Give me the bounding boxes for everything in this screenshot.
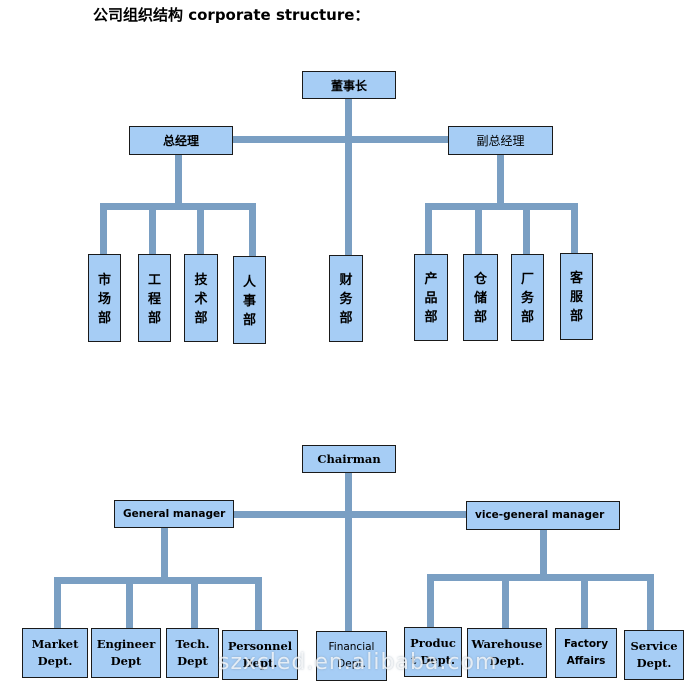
en-dept-label: Tech. Dept (175, 637, 210, 668)
en-dept-label: Personnel Dept. (227, 639, 293, 670)
en-vice-general-manager-label: vice-general manager (475, 509, 605, 521)
en-dept-box: Produc t Dept. (404, 627, 462, 677)
cn-dept-box: 厂 务 部 (511, 254, 544, 341)
cn-vice-general-manager-box: 副总经理 (448, 126, 553, 155)
cn-dept-box: 工 程 部 (138, 254, 171, 342)
en-chairman-label: Chairman (317, 451, 381, 466)
en-general-manager-box: General manager (114, 500, 234, 528)
watermark: szxcled.en.alibaba.com (218, 650, 498, 675)
cn-dept-label: 工 程 部 (147, 272, 161, 326)
en-dept-box: Warehouse Dept. (467, 628, 547, 678)
cn-chairman-label: 董事长 (330, 78, 367, 93)
cn-dept-box: 技 术 部 (184, 254, 218, 342)
en-chairman-box: Chairman (302, 445, 396, 473)
cn-vice-general-manager-label: 副总经理 (476, 134, 525, 148)
en-dept-box: Tech. Dept (166, 628, 219, 678)
cn-dept-box: 人 事 部 (233, 256, 266, 344)
cn-chairman-box: 董事长 (302, 71, 396, 99)
en-dept-box: Engineer Dept (91, 628, 161, 678)
cn-general-manager-box: 总经理 (129, 126, 233, 155)
en-general-manager-label: General manager (123, 507, 226, 520)
cn-dept-box: 产 品 部 (414, 254, 448, 341)
en-dept-box: Service Dept. (624, 630, 684, 680)
cn-general-manager-label: 总经理 (162, 134, 199, 148)
en-dept-label: Produc t Dept. (410, 636, 456, 667)
en-dept-label: Warehouse Dept. (471, 637, 543, 668)
en-dept-box: Financial Dept. (316, 631, 387, 681)
cn-dept-label: 产 品 部 (424, 272, 438, 325)
en-dept-label: Engineer Dept (96, 637, 156, 668)
en-dept-box: Market Dept. (22, 628, 88, 678)
en-dept-label: Factory Affairs (563, 638, 609, 667)
en-dept-box: Personnel Dept. (222, 630, 298, 680)
en-dept-box: Factory Affairs (555, 628, 617, 678)
page-title: 公司组织结构 corporate structure： (93, 6, 370, 24)
cn-dept-label: 技 术 部 (194, 272, 208, 326)
cn-dept-box: 客 服 部 (560, 253, 593, 340)
cn-dept-label: 财 务 部 (339, 273, 353, 326)
en-vice-general-manager-box: vice-general manager (466, 501, 620, 530)
en-dept-label: Service Dept. (630, 639, 678, 670)
cn-dept-box: 财 务 部 (329, 255, 363, 342)
cn-dept-label: 厂 务 部 (520, 272, 534, 325)
cn-dept-label: 客 服 部 (569, 271, 583, 324)
en-dept-label: Financial Dept. (328, 641, 375, 670)
en-dept-label: Market Dept. (31, 637, 79, 668)
cn-dept-box: 仓 储 部 (463, 254, 498, 341)
cn-dept-label: 市 场 部 (97, 272, 111, 326)
cn-dept-label: 人 事 部 (242, 274, 256, 328)
cn-dept-label: 仓 储 部 (473, 272, 487, 325)
cn-dept-box: 市 场 部 (88, 254, 121, 342)
